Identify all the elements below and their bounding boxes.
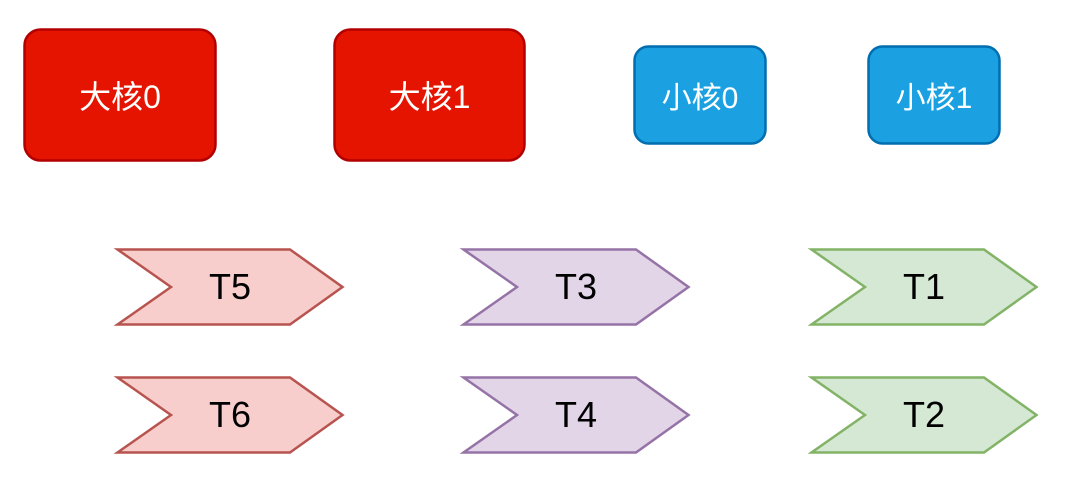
- task-chevron-polygon: [459, 248, 691, 326]
- chevron-arrow-shape: [113, 376, 345, 454]
- rounded-rect-shape: [867, 45, 1001, 145]
- core-box-rect: [333, 28, 526, 162]
- rounded-rect-shape: [333, 28, 526, 162]
- chevron-arrow-shape: [807, 248, 1039, 326]
- chevron-arrow-shape: [459, 248, 691, 326]
- core-box-rect: [23, 28, 217, 162]
- task-chevron-t4: T4: [459, 376, 691, 454]
- task-chevron-polygon: [113, 376, 345, 454]
- core-box-small-1: 小核1: [867, 45, 1001, 145]
- task-chevron-t5: T5: [113, 248, 345, 326]
- core-box-big-1: 大核1: [333, 28, 526, 162]
- task-chevron-polygon: [459, 376, 691, 454]
- task-chevron-polygon: [113, 248, 345, 326]
- task-chevron-t1: T1: [807, 248, 1039, 326]
- chevron-arrow-shape: [113, 248, 345, 326]
- task-chevron-polygon: [807, 376, 1039, 454]
- core-box-small-0: 小核0: [633, 45, 767, 145]
- task-chevron-t3: T3: [459, 248, 691, 326]
- core-box-rect: [633, 45, 767, 145]
- core-box-big-0: 大核0: [23, 28, 217, 162]
- task-chevron-t6: T6: [113, 376, 345, 454]
- chevron-arrow-shape: [459, 376, 691, 454]
- rounded-rect-shape: [23, 28, 217, 162]
- chevron-arrow-shape: [807, 376, 1039, 454]
- rounded-rect-shape: [633, 45, 767, 145]
- task-chevron-polygon: [807, 248, 1039, 326]
- task-chevron-t2: T2: [807, 376, 1039, 454]
- core-box-rect: [867, 45, 1001, 145]
